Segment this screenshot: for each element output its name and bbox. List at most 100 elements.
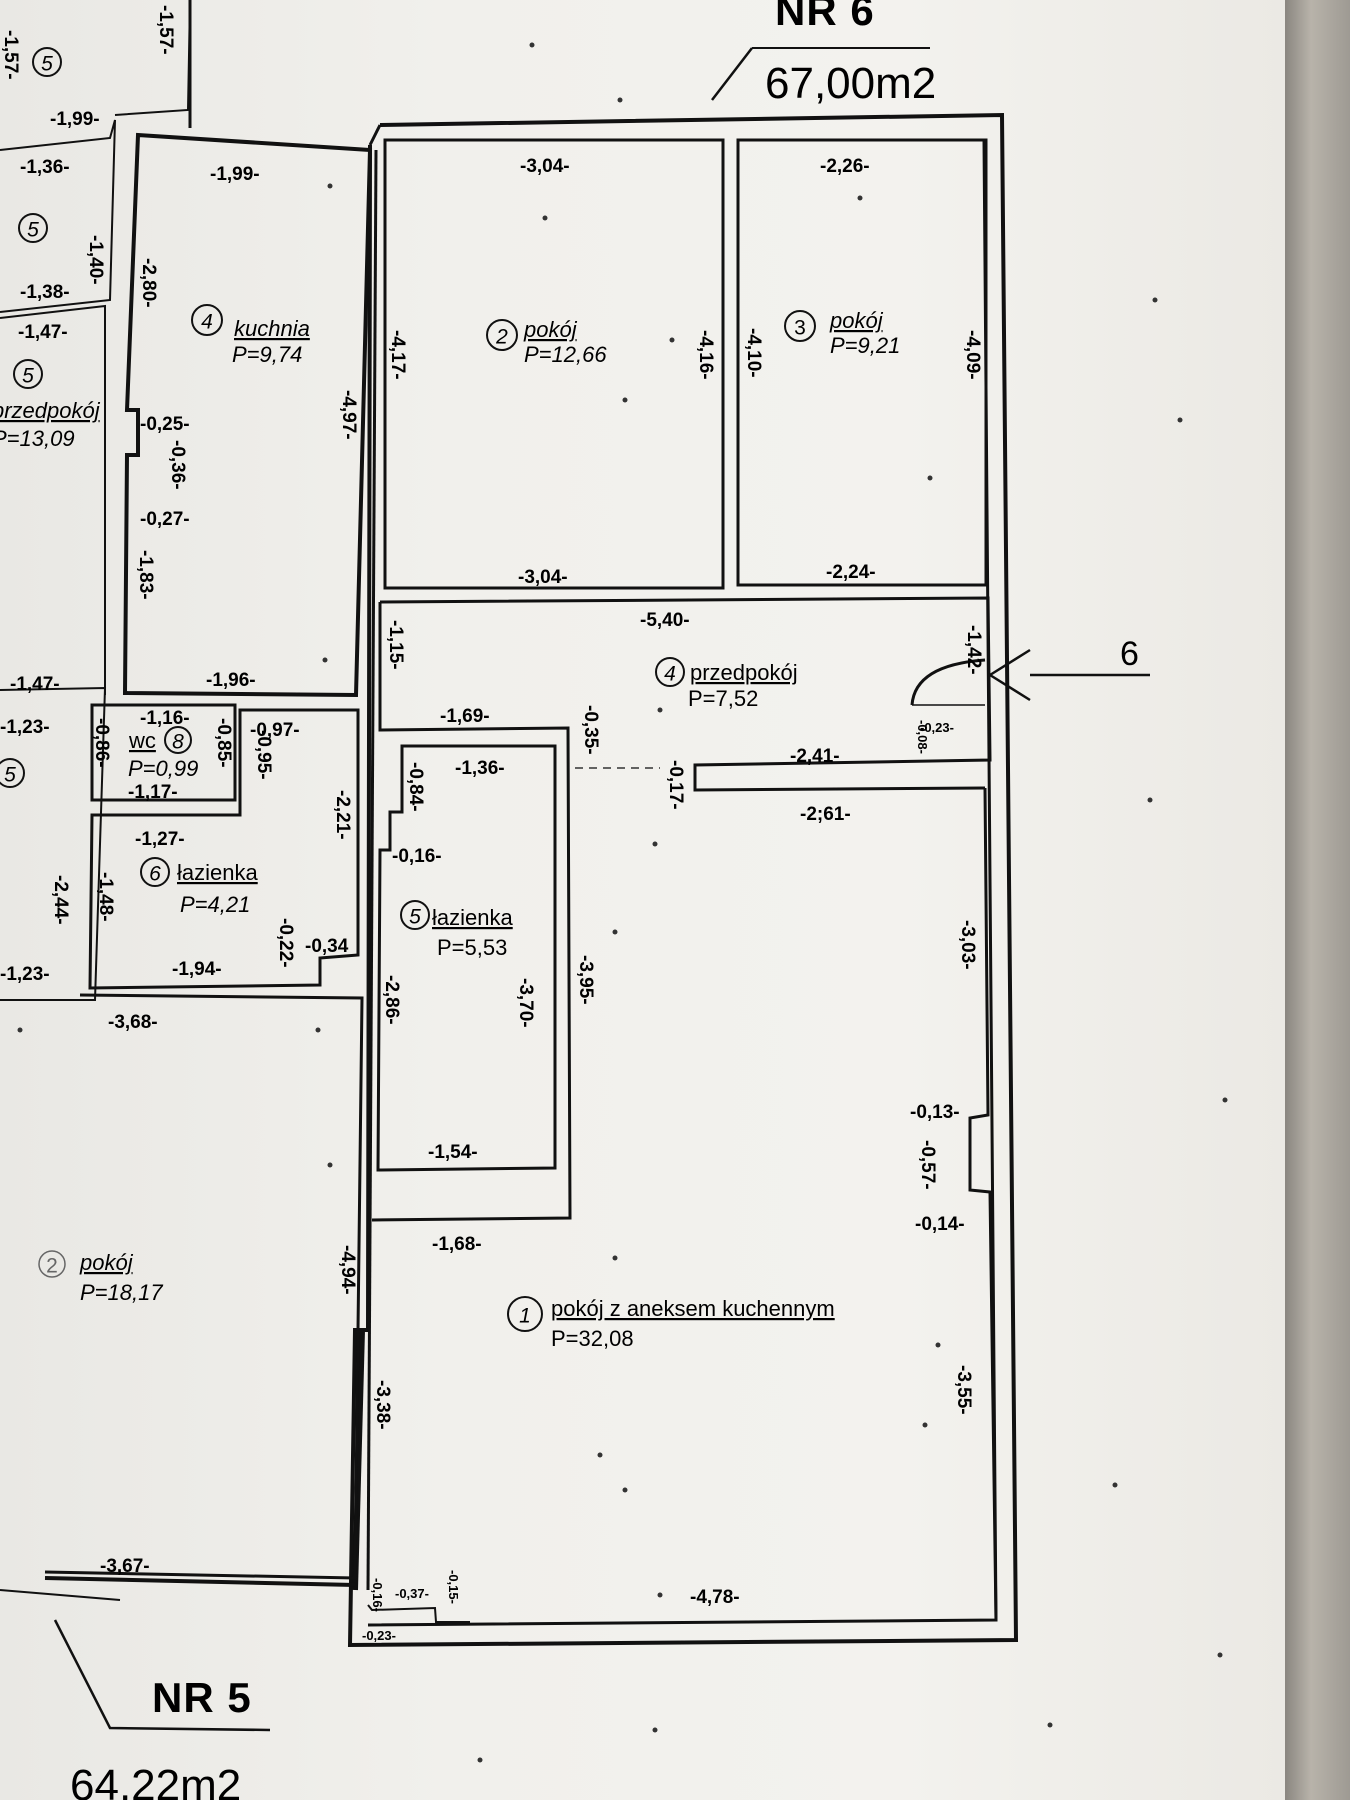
left-marker-3: 5 [4,764,16,787]
entrance-arrow: 6 [989,635,1150,702]
left-unit-markers: 5 5 5 [0,47,62,788]
left-marker-2: 5 [27,219,39,242]
dim-kitchen-top: -1,99- [210,164,260,185]
dim-hall-bottom: -2,41- [790,746,840,767]
floor-plan: 6 NR 6 67,00m2 NR 5 64,22m2 1 pokój z an… [0,0,1228,1800]
dim-r1-niche3: -0,14- [915,1214,965,1235]
room2-number: 2 [495,326,508,349]
dim-u5-bottom: -3,67- [100,1556,150,1577]
unit5-area: 64,22m2 [70,1761,241,1800]
kitchen-walls [122,132,373,698]
dim-x199: -1,99- [50,109,100,130]
dim-x123b: -1,23- [0,964,50,985]
kitchen-number: 4 [201,311,213,334]
wc-number: 8 [172,731,184,754]
dim-bath6-s2: -0,34 [305,936,349,957]
dim-u5-top: -3,68- [108,1012,158,1033]
dim-r1-v: -3,95- [575,955,596,1005]
unit5-title: NR 5 [152,1674,252,1721]
dim-x123a: -1,23- [0,717,50,738]
bathroom5-area: P=5,53 [437,935,507,960]
dim-bath6-left: -1,48- [95,872,116,922]
dim-bath5-top: -1,36- [455,758,505,779]
unit5-leader [53,1619,271,1732]
left-marker-1: 5 [41,53,53,76]
dim-kitchen-left: -2,80- [138,258,159,308]
unit5-hallway-area: P=13,09 [0,426,75,451]
entrance-label: 6 [1120,635,1139,673]
dim-r3-left: -4,10- [743,328,764,378]
dim-hall-top: -5,40- [640,610,690,631]
bathroom6-area: P=4,21 [180,892,250,917]
dim-kitchen-left2: -1,83- [135,550,156,600]
dim-r1-s1: -0,16- [370,1578,385,1612]
dim-x140: -1,40- [85,235,106,285]
dim-hall-s1: -0,08- [915,720,930,754]
room3-name: pokój [829,308,884,333]
dim-hall-right: -1,42- [963,625,984,675]
wc-area: P=0,99 [128,756,198,781]
print-dots [17,42,1228,1763]
unit6-area: 67,00m2 [765,59,936,108]
room2-walls [383,138,725,590]
room1-label: 1 pokój z aneksem kuchennym P=32,08 [507,1296,835,1351]
hallway-label: 4 przedpokój P=7,52 [655,657,798,711]
hallway-name: przedpokój [690,660,798,685]
dim-bath5-bottom: -1,54- [428,1142,478,1163]
dim-r1-right2: -3,55- [953,1365,974,1415]
bathroom5-walls [376,744,557,1172]
dim-hall-left: -1,15- [385,620,406,670]
dim-x244: -2,44- [50,875,71,925]
unit5-hallway-name: przedpokój [0,398,101,423]
bathroom6-label: 6 łazienka P=4,21 [140,857,258,917]
dim-wc-right: -0,85- [213,718,234,768]
room2-area: P=12,66 [524,342,607,367]
bathroom5-name: łazienka [432,905,513,930]
dim-r2-bottom: -3,04- [518,567,568,588]
dim-r1-niche1: -0,13- [910,1102,960,1123]
dim-r1-s3: -0,15- [446,1570,461,1604]
dim-bath6-s3: -0,97- [250,720,300,741]
dim-hall-v1: -0,35- [580,705,601,755]
wc-walls [90,703,237,802]
door-swing [910,658,986,706]
dim-hall-v2: -0,17- [665,760,686,810]
room3-walls [736,138,988,587]
dim-bath5-step: -0,16- [392,846,442,867]
bathroom6-number: 6 [149,863,161,886]
room1-name: pokój z aneksem kuchennym [551,1296,835,1321]
room1-number: 1 [519,1305,531,1328]
room3-number: 3 [794,317,806,340]
dim-r3-bottom: -2,24- [826,562,876,583]
dim-r1-s2: -0,37- [395,1586,429,1601]
dim-r2-top: -3,04- [520,156,570,177]
room3-label: 3 pokój P=9,21 [784,308,900,358]
dimensions: -3,04- -3,04- -2,26- -2,24- -5,40- -1,69… [0,109,965,1643]
dim-r1-bottom: -4,78- [690,1587,740,1608]
unit5-hallway-label: 5 przedpokój P=13,09 [0,359,101,451]
room-number-circle [507,1296,543,1332]
bathroom5-label: 5 łazienka P=5,53 [400,900,513,960]
dim-kitchen-bottom: -1,96- [206,670,256,691]
unit6-title: NR 6 [775,0,875,34]
dim-r1-top: -2;61- [800,804,851,825]
kitchen-area: P=9,74 [232,342,302,367]
room2-label: 2 pokój P=12,66 [486,317,607,367]
dim-kitchen-s3: -0,27- [140,509,190,530]
dim-x157: -1,57- [155,5,176,55]
dim-r1-left: -3,38- [372,1380,393,1430]
room3-area: P=9,21 [830,333,900,358]
dim-r1-s4: -0,23- [362,1628,396,1643]
dim-bath6-s4: -0,95- [253,730,274,780]
dim-x147a: -1,47- [18,322,68,343]
dim-x15x: -1,57- [0,30,21,80]
hallway-number: 4 [664,663,676,686]
paper-edge-shadow [1285,0,1350,1800]
dim-bath5-left: -0,84- [405,762,426,812]
dim-hall-mid: -1,69- [440,706,490,727]
plan-paper [0,0,1285,1800]
dim-bath5-right: -3,70- [515,978,536,1028]
unit6-outer-wall [347,112,1019,1648]
wc-name: wc [128,728,156,753]
dim-kitchen-s2: -0,36- [167,440,188,490]
